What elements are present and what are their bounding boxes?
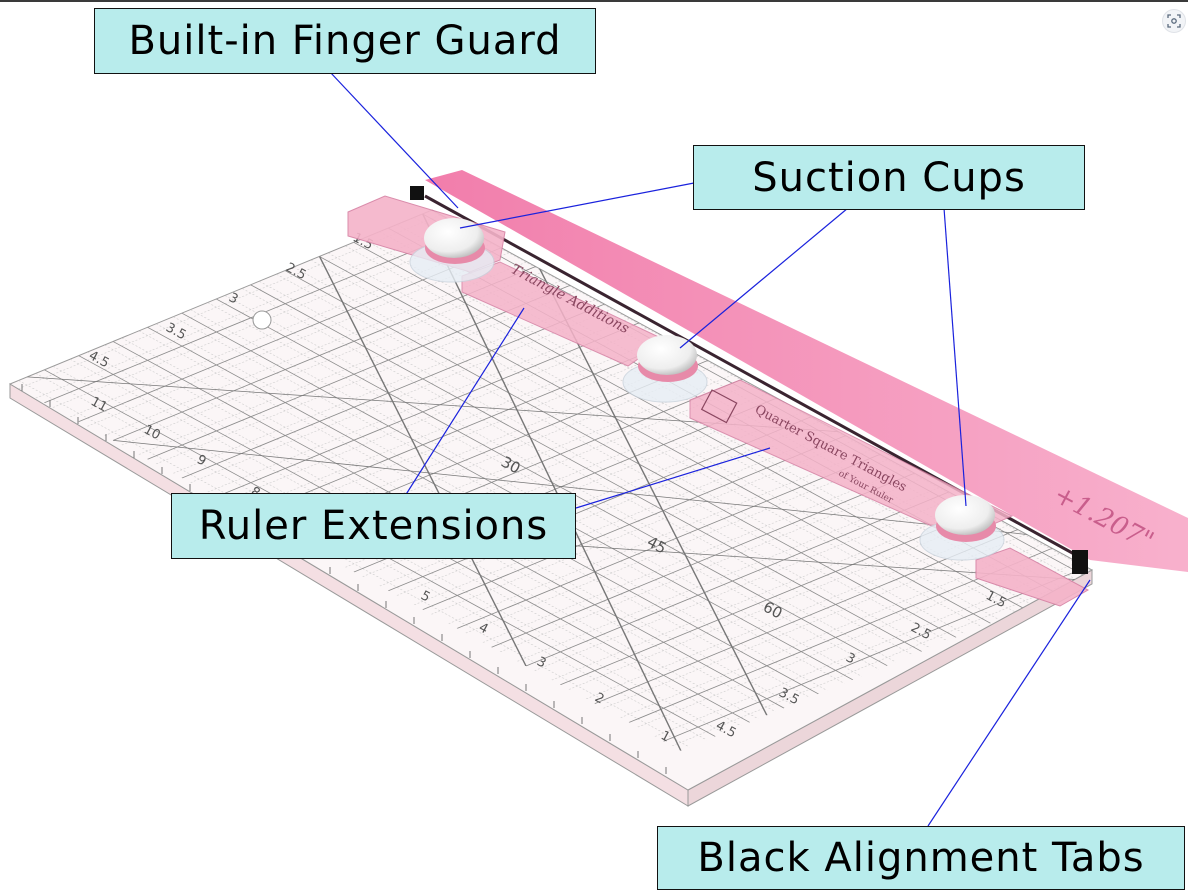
ruler-hole [252, 310, 272, 330]
suction-cup [409, 218, 495, 283]
alignment-tab [1072, 550, 1088, 574]
zoom-lens-icon [1167, 14, 1181, 28]
alignment-tab [410, 186, 424, 200]
suction-cups-callout: Suction Cups [693, 145, 1085, 210]
ruler-number: 10 [141, 422, 163, 443]
ruler-number: 11 [88, 394, 110, 415]
suction-cup [919, 495, 1005, 561]
finger-guard-bar [425, 170, 1188, 572]
ruler-extensions-callout: Ruler Extensions [171, 493, 576, 559]
leader-lines [329, 71, 1091, 827]
zoom-button[interactable] [1162, 9, 1186, 33]
alignment-tabs-callout: Black Alignment Tabs [657, 826, 1185, 890]
finger-guard-callout: Built-in Finger Guard [94, 8, 596, 74]
top-border [0, 0, 1188, 2]
triangle-diagram-icon [700, 389, 738, 424]
suction-cup [622, 335, 708, 403]
extension-bottom-right [975, 547, 1090, 607]
